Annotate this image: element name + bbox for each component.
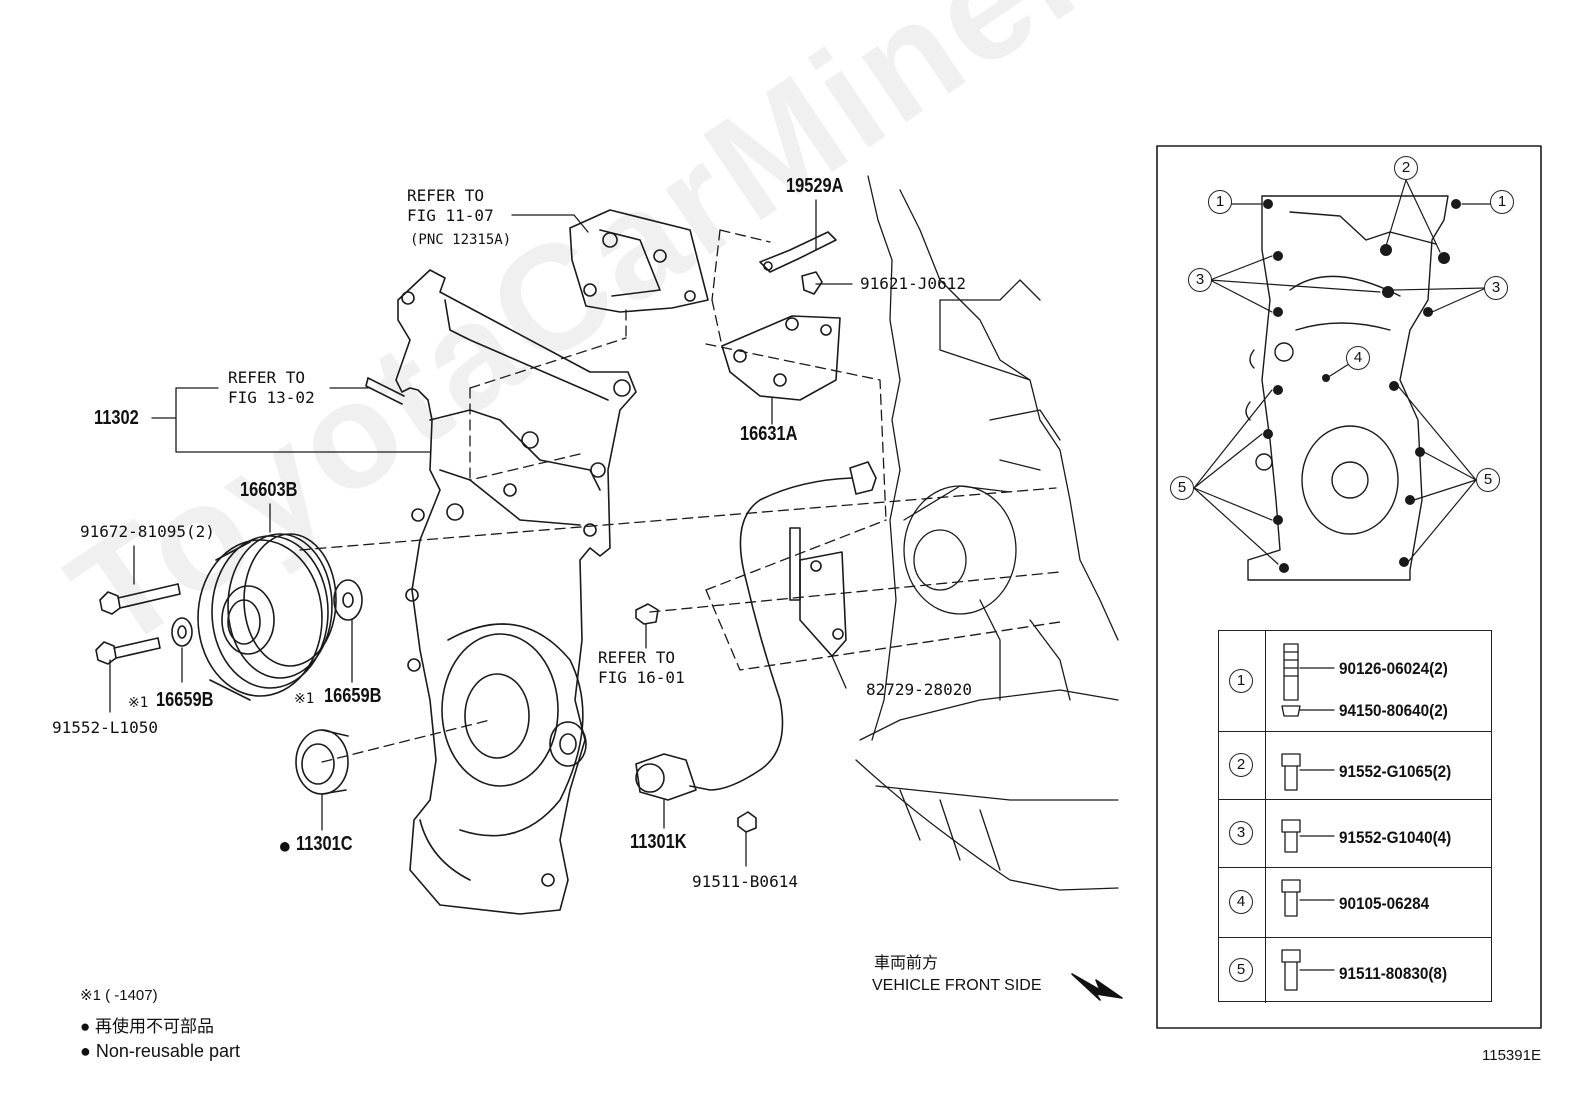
- timing-cover-illustration: [395, 269, 637, 915]
- legend-num-1: 1: [1229, 669, 1253, 693]
- inset-callout-3-left[interactable]: 3: [1188, 268, 1212, 292]
- legend-part-91552-g1040[interactable]: 91552-G1040(4): [1339, 828, 1452, 847]
- inset-callout-4[interactable]: 4: [1346, 346, 1370, 370]
- inset-callout-5-right[interactable]: 5: [1476, 468, 1500, 492]
- part-number-91511-b0614[interactable]: 91511-B0614: [692, 872, 798, 891]
- part-number-16603b[interactable]: 16603B: [240, 479, 298, 501]
- inset-callout-1-right[interactable]: 1: [1490, 190, 1514, 214]
- legend-num-4: 4: [1229, 890, 1253, 914]
- legend-part-94150[interactable]: 94150-80640(2): [1339, 701, 1448, 720]
- bracket-16631a-illustration: [721, 315, 841, 401]
- legend-dot-jp-mark: ●: [80, 1017, 91, 1036]
- part-number-91621[interactable]: 91621-J0612: [860, 274, 966, 293]
- part-number-16659b-a[interactable]: 16659B: [156, 689, 214, 711]
- inset-callout-1-left[interactable]: 1: [1208, 190, 1232, 214]
- inset-cover-illustration: [1245, 195, 1449, 581]
- inset-callout-3-right[interactable]: 3: [1484, 276, 1508, 300]
- refer-label-1-line2: FIG 11-07: [407, 206, 494, 225]
- part-number-82729[interactable]: 82729-28020: [866, 680, 972, 699]
- front-side-label-en: VEHICLE FRONT SIDE: [872, 977, 1042, 994]
- part-number-11301k[interactable]: 11301K: [630, 831, 687, 853]
- note-mark-a: ※1: [128, 695, 149, 711]
- legend-num-3: 3: [1229, 821, 1253, 845]
- refer-label-1-line1: REFER TO: [407, 186, 485, 205]
- engine-mount-bracket-illustration: [569, 209, 709, 313]
- refer-label-1-line3: (PNC 12315A): [410, 232, 512, 248]
- refer-label-2-line1: REFER TO: [228, 368, 306, 387]
- legend-row-4: 4 90105-06284: [1219, 867, 1491, 937]
- engine-block-illustration: [855, 175, 1119, 891]
- stud-illustration: [365, 377, 405, 405]
- dashed-guide-lines: [299, 229, 1061, 763]
- note-mark-b: ※1: [294, 691, 315, 707]
- legend-en-text: Non-reusable part: [95, 1041, 240, 1061]
- part-number-11302[interactable]: 11302: [94, 407, 139, 429]
- legend-dot-en: ● Non-reusable part: [80, 1042, 240, 1060]
- legend-part-90126[interactable]: 90126-06024(2): [1339, 659, 1448, 678]
- legend-row-2: 2 91552-G1065(2): [1219, 731, 1491, 799]
- part-number-91672[interactable]: 91672-81095(2): [80, 522, 215, 541]
- front-side-label-jp: 車両前方: [874, 955, 939, 972]
- legend-part-icons: [1281, 643, 1335, 991]
- legend-part-90105[interactable]: 90105-06284: [1339, 894, 1430, 913]
- refer-label-3-line1: REFER TO: [598, 648, 676, 667]
- leader-lines: [109, 199, 1031, 867]
- inset-callout-2[interactable]: 2: [1394, 156, 1418, 180]
- legend-row-5: 5 91511-80830(8): [1219, 937, 1491, 1003]
- part-number-16631a[interactable]: 16631A: [740, 423, 798, 445]
- crank-sensor-illustration: [635, 461, 877, 833]
- legend-row-1: 1 90126-06024(2) 94150-80640(2): [1219, 631, 1491, 731]
- front-side-arrow: [1071, 973, 1123, 1001]
- part-number-16659b-b[interactable]: 16659B: [324, 685, 382, 707]
- clip-19529a-illustration: [759, 231, 837, 295]
- inset-bolt-markers: [1263, 199, 1461, 573]
- part-number-11301c[interactable]: 11301C: [296, 833, 353, 855]
- refer-label-2-line2: FIG 13-02: [228, 388, 315, 407]
- part-number-91552-l1050[interactable]: 91552-L1050: [52, 718, 158, 737]
- legend-row-3: 3 91552-G1040(4): [1219, 799, 1491, 867]
- non-reusable-dot: ●: [280, 836, 290, 855]
- note-1: ※1 ( -1407): [80, 987, 158, 1004]
- refer-label-3-line2: FIG 16-01: [598, 668, 685, 687]
- legend-num-5: 5: [1229, 958, 1253, 982]
- part-number-19529a[interactable]: 19529A: [786, 175, 844, 197]
- legend-dot-en-mark: ●: [80, 1041, 91, 1061]
- fastener-legend-table: 1 90126-06024(2) 94150-80640(2) 2 91552-…: [1218, 630, 1492, 1003]
- inset-frame: [1156, 145, 1542, 1029]
- inset-callout-5-left[interactable]: 5: [1170, 476, 1194, 500]
- crank-pulley-illustration: [197, 533, 337, 701]
- legend-num-2: 2: [1229, 753, 1253, 777]
- legend-jp-text: 再使用不可部品: [95, 1017, 215, 1036]
- pulley-bolts-illustration: [95, 579, 363, 665]
- figure-id: 115391E: [1482, 1047, 1541, 1064]
- legend-dot-jp: ● 再使用不可部品: [80, 1018, 214, 1035]
- legend-part-91552-g1065[interactable]: 91552-G1065(2): [1339, 762, 1452, 781]
- inset-leaders: [1193, 179, 1491, 565]
- legend-part-91511-80830[interactable]: 91511-80830(8): [1339, 964, 1448, 983]
